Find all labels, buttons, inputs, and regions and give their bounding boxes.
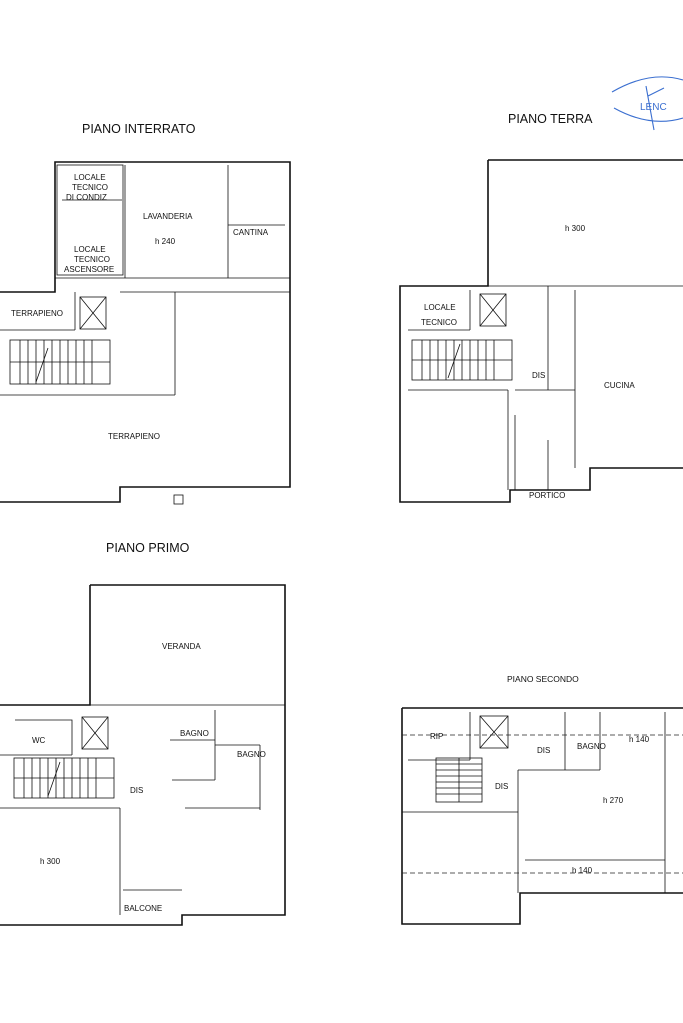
- room-height: h 300: [565, 224, 586, 233]
- tech-room-block: [56, 164, 124, 276]
- outer-wall: [0, 161, 291, 503]
- room-label: DIS: [537, 746, 550, 755]
- stairs: [411, 339, 513, 381]
- room-label: ASCENSORE: [64, 265, 114, 274]
- room-label: BALCONE: [124, 904, 162, 913]
- room-label: CUCINA: [604, 381, 635, 390]
- room-label: BAGNO: [180, 729, 209, 738]
- room-label: TECNICO: [72, 183, 108, 192]
- room-label: LOCALE: [74, 173, 106, 182]
- room-label: DIS: [532, 371, 545, 380]
- room-label: VERANDA: [162, 642, 201, 651]
- floor-title: PIANO TERRA: [508, 112, 593, 126]
- room-label: TERRAPIENO: [108, 432, 160, 441]
- outer-wall: [401, 707, 683, 925]
- room-label: LOCALE: [74, 245, 106, 254]
- room-label: WC: [32, 736, 46, 745]
- floor-interrato: PIANO INTERRATO LOCALE TECNICO DI CONDIZ…: [0, 122, 291, 505]
- small-square: [173, 494, 184, 505]
- elevator-cross: [81, 716, 109, 750]
- room-height: h 140: [629, 735, 650, 744]
- room-label: PORTICO: [529, 491, 565, 500]
- room-label: TERRAPIENO: [11, 309, 63, 318]
- room-height: h 140: [572, 866, 593, 875]
- elevator-shaft: [79, 296, 107, 330]
- room-label: LOCALE: [424, 303, 456, 312]
- floor-title: PIANO SECONDO: [507, 674, 579, 684]
- room-label: DI CONDIZ: [66, 193, 107, 202]
- floor-terra: PIANO TERRA h 300 LOCALE TECNICO DIS CUC…: [399, 112, 683, 503]
- inner-walls: [402, 712, 666, 893]
- room-height: h 240: [155, 237, 176, 246]
- inner-walls: [408, 285, 683, 490]
- stairs: [9, 339, 111, 385]
- floor-title: PIANO INTERRATO: [82, 122, 196, 136]
- room-label: DIS: [495, 782, 508, 791]
- room-label: CANTINA: [233, 228, 269, 237]
- inner-walls: [0, 704, 285, 915]
- inner-walls: [0, 165, 290, 396]
- floor-secondo: PIANO SECONDO RIP DIS BAGNO h 140 DIS h …: [401, 674, 683, 925]
- room-label: RIP: [430, 732, 443, 741]
- stamp-text: LENC: [640, 102, 667, 113]
- elevator-cross: [479, 715, 509, 749]
- room-height: h 270: [603, 796, 624, 805]
- stairs: [435, 757, 483, 803]
- elevator-shaft: [479, 293, 507, 327]
- floor-title: PIANO PRIMO: [106, 541, 190, 555]
- elevator-shaft: [81, 716, 109, 750]
- elevator-cross: [79, 296, 107, 330]
- stamp: LENC: [611, 76, 683, 131]
- room-height: h 300: [40, 857, 61, 866]
- stamp-arc-lower: [613, 107, 683, 122]
- elevator-shaft: [479, 715, 509, 749]
- stamp-signature: [645, 85, 665, 131]
- outer-wall: [399, 159, 683, 503]
- elevator-cross: [479, 293, 507, 327]
- stairs: [13, 757, 115, 799]
- stamp-arc: [611, 76, 683, 93]
- room-label: TECNICO: [74, 255, 110, 264]
- room-label: BAGNO: [577, 742, 606, 751]
- room-label: DIS: [130, 786, 143, 795]
- floor-primo: PIANO PRIMO VERANDA WC BAGNO BAGNO DIS h…: [0, 541, 286, 926]
- room-label: BAGNO: [237, 750, 266, 759]
- room-label: TECNICO: [421, 318, 457, 327]
- room-label: LAVANDERIA: [143, 212, 193, 221]
